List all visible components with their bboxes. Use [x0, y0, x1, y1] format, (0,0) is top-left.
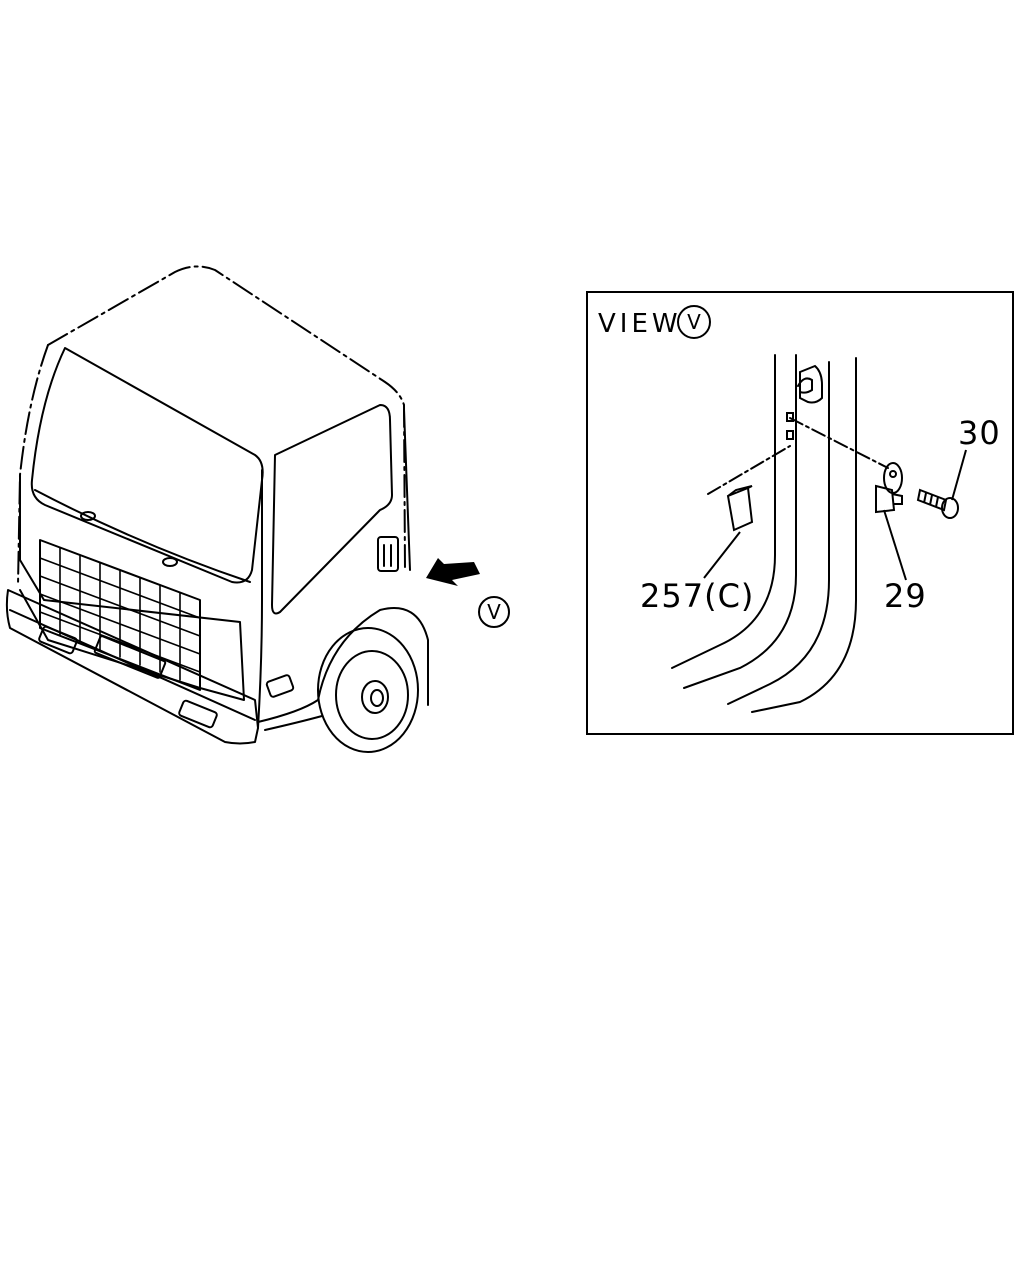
door-handle-slot: [383, 544, 392, 567]
front-wheel: [317, 627, 419, 753]
detail-panel: VIEW V: [586, 291, 1014, 735]
windshield-lower-edge: [34, 489, 251, 583]
door-outline: [257, 409, 411, 729]
callout-29: 29: [884, 577, 927, 615]
emblem-left: [80, 511, 96, 521]
fog-lamp-right: [178, 699, 218, 729]
screw-thread: [923, 492, 939, 508]
screw-shank: [916, 488, 948, 512]
hole-mark-1: [786, 412, 794, 422]
pillar-line-4: [751, 357, 857, 713]
pillar-line-2: [683, 354, 797, 689]
wheel-rim: [335, 650, 409, 740]
front-fender: [257, 607, 429, 723]
side-marker-lamp: [265, 674, 295, 698]
switch-body: [875, 484, 896, 514]
callout-leaders: [703, 449, 967, 581]
view-arrow-icon: [426, 558, 480, 586]
windshield: [30, 347, 264, 584]
view-marker-letter: V: [487, 600, 501, 624]
wheel-hub-center: [370, 689, 384, 707]
screw-head: [941, 497, 959, 519]
callout-30: 30: [958, 414, 1001, 452]
striker-loop: [797, 377, 813, 394]
part-257c-cap[interactable]: [726, 485, 754, 532]
cab-side-left-outline: [17, 344, 49, 586]
front-bumper: [5, 589, 259, 745]
pillar-line-1: [671, 354, 776, 669]
wheel-hub: [361, 680, 389, 714]
fender-inner: [264, 715, 323, 731]
part-30-screw[interactable]: [916, 488, 959, 519]
license-holder: [93, 635, 167, 679]
switch-plunger: [891, 493, 903, 505]
grille-bars: [39, 547, 201, 681]
switch-hole: [889, 470, 897, 478]
leader-29: [883, 509, 907, 581]
leader-257c: [703, 531, 741, 579]
door-window: [271, 404, 393, 615]
detail-panel-border: [586, 291, 1014, 735]
cab-roof-outline: [47, 265, 405, 406]
pillar-line-3: [727, 361, 830, 705]
door-handle: [377, 536, 399, 572]
leader-cap: [707, 445, 791, 495]
detail-marker-letter: V: [687, 310, 701, 334]
leader-30: [951, 449, 967, 501]
grille-outline: [39, 539, 201, 691]
hole-mark-2: [786, 430, 794, 440]
emblem-right: [162, 557, 178, 567]
truck-cab-drawing: [5, 265, 429, 753]
striker-bracket: [799, 364, 823, 404]
cap-body: [726, 486, 754, 532]
fog-lamp-left: [38, 625, 78, 655]
door-frame-drawing: [671, 354, 889, 713]
view-marker: V: [478, 596, 510, 628]
part-29-door-switch[interactable]: [875, 462, 903, 514]
cap-top: [727, 485, 753, 497]
detail-marker-circle: [677, 305, 711, 339]
view-marker-circle: [478, 596, 510, 628]
detail-panel-title: VIEW: [598, 309, 682, 339]
leader-switch: [789, 417, 889, 469]
callout-257c: 257(C): [640, 577, 754, 615]
view-direction-arrow: [426, 558, 480, 586]
